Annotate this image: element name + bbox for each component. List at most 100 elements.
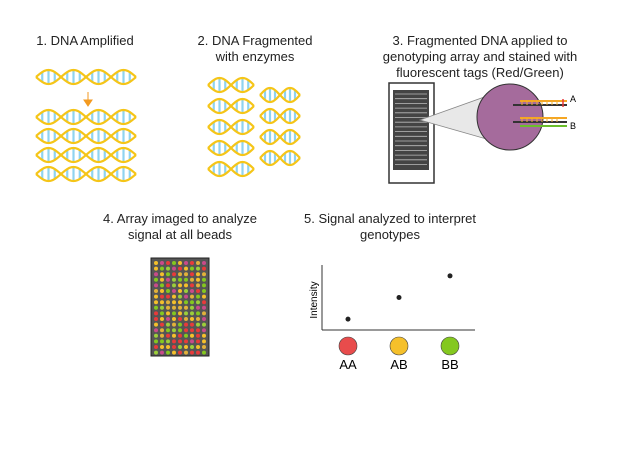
bead-dot: [160, 294, 164, 299]
bead-dot: [184, 300, 188, 305]
dna-helix: [85, 165, 137, 183]
bead-dot: [178, 283, 182, 288]
bead-dot: [154, 272, 158, 277]
step3-title-line1: 3. Fragmented DNA applied to: [392, 33, 568, 48]
bead-dot: [178, 289, 182, 293]
bead-dot: [184, 345, 188, 349]
dna-helix: [35, 108, 87, 126]
bead-dot: [154, 317, 158, 321]
dna-helix: [35, 68, 87, 86]
bead-dot: [178, 272, 182, 277]
step3-title-line3: fluorescent tags (Red/Green): [396, 65, 564, 80]
bead-dot: [154, 305, 158, 310]
genotype-bb-marker: [440, 336, 460, 356]
data-point-ab: [396, 295, 402, 300]
bead-dot: [190, 311, 194, 316]
bead-dot: [172, 272, 176, 277]
bead-dot: [172, 345, 176, 349]
bead-dot: [166, 289, 170, 293]
bead-dot: [184, 272, 188, 277]
bead-dot: [190, 266, 194, 271]
bead-dot: [160, 300, 164, 305]
bead-dot: [178, 322, 182, 327]
bead-dot: [202, 289, 206, 293]
bead-dot: [172, 339, 176, 344]
bead-dot: [172, 294, 176, 299]
bead-dot: [172, 266, 176, 271]
bead-dot: [172, 283, 176, 288]
bead-dot: [178, 294, 182, 299]
genotype-bb-label: BB: [441, 357, 458, 372]
probe-b: [513, 117, 567, 127]
bead-dot: [166, 277, 170, 282]
bead-dot: [178, 266, 182, 271]
bead-dot: [190, 328, 194, 333]
bead-dot: [154, 322, 158, 327]
bead-dot: [154, 311, 158, 316]
bead-dot: [184, 289, 188, 293]
bead-dot: [166, 272, 170, 277]
bead-dot: [160, 283, 164, 288]
bead-dot: [184, 261, 188, 265]
bead-dot: [178, 350, 182, 355]
dna-helix: [85, 68, 137, 86]
dna-helix: [207, 97, 255, 115]
dna-helix: [207, 160, 255, 178]
dna-helix: [85, 108, 137, 126]
bead-dot: [190, 272, 194, 277]
dna-helix: [85, 127, 137, 145]
bead-dot: [184, 294, 188, 299]
bead-dot: [160, 339, 164, 344]
bead-dot: [196, 266, 200, 271]
bead-dot: [160, 350, 164, 355]
bead-dot: [196, 272, 200, 277]
bead-dot: [184, 322, 188, 327]
bead-dot: [166, 305, 170, 310]
amplified-dna-strands: [35, 68, 137, 183]
dna-helix: [259, 107, 301, 125]
bead-dot: [190, 339, 194, 344]
fragmented-dna-strands: [207, 76, 301, 178]
bead-dot: [166, 283, 170, 288]
bead-dot: [196, 317, 200, 321]
bead-dot: [190, 322, 194, 327]
bead-dot: [196, 322, 200, 327]
bead-dot: [190, 305, 194, 310]
bead-dot: [202, 283, 206, 288]
probe-b-label: B: [570, 121, 576, 131]
bead-dot: [190, 289, 194, 293]
bead-dot: [202, 333, 206, 338]
bead-dot: [202, 328, 206, 333]
bead-dot: [190, 345, 194, 349]
dna-helix: [207, 118, 255, 136]
data-point-bb: [447, 273, 453, 279]
bead-dot: [178, 305, 182, 310]
dna-helix: [85, 146, 137, 164]
bead-dot: [184, 328, 188, 333]
bead-dot: [178, 311, 182, 316]
bead-dot: [190, 283, 194, 288]
bead-dot: [172, 328, 176, 333]
bead-dot: [154, 289, 158, 293]
bead-dot: [190, 261, 194, 265]
bead-dot: [196, 350, 200, 355]
bead-dot: [196, 328, 200, 333]
bead-dot: [160, 261, 164, 265]
bead-dot: [178, 345, 182, 349]
bead-dot: [196, 289, 200, 293]
genotyping-array-slide: [388, 82, 435, 184]
bead-dot: [190, 277, 194, 282]
bead-dot: [160, 333, 164, 338]
dna-helix: [259, 149, 301, 167]
bead-dot: [154, 300, 158, 305]
bead-dot: [196, 305, 200, 310]
bead-dot: [166, 294, 170, 299]
bead-dot: [154, 283, 158, 288]
bead-dot: [202, 261, 206, 265]
dna-helix: [207, 76, 255, 94]
bead-dot: [154, 350, 158, 355]
bead-dot: [172, 333, 176, 338]
bead-dot: [190, 333, 194, 338]
bead-dot: [190, 317, 194, 321]
